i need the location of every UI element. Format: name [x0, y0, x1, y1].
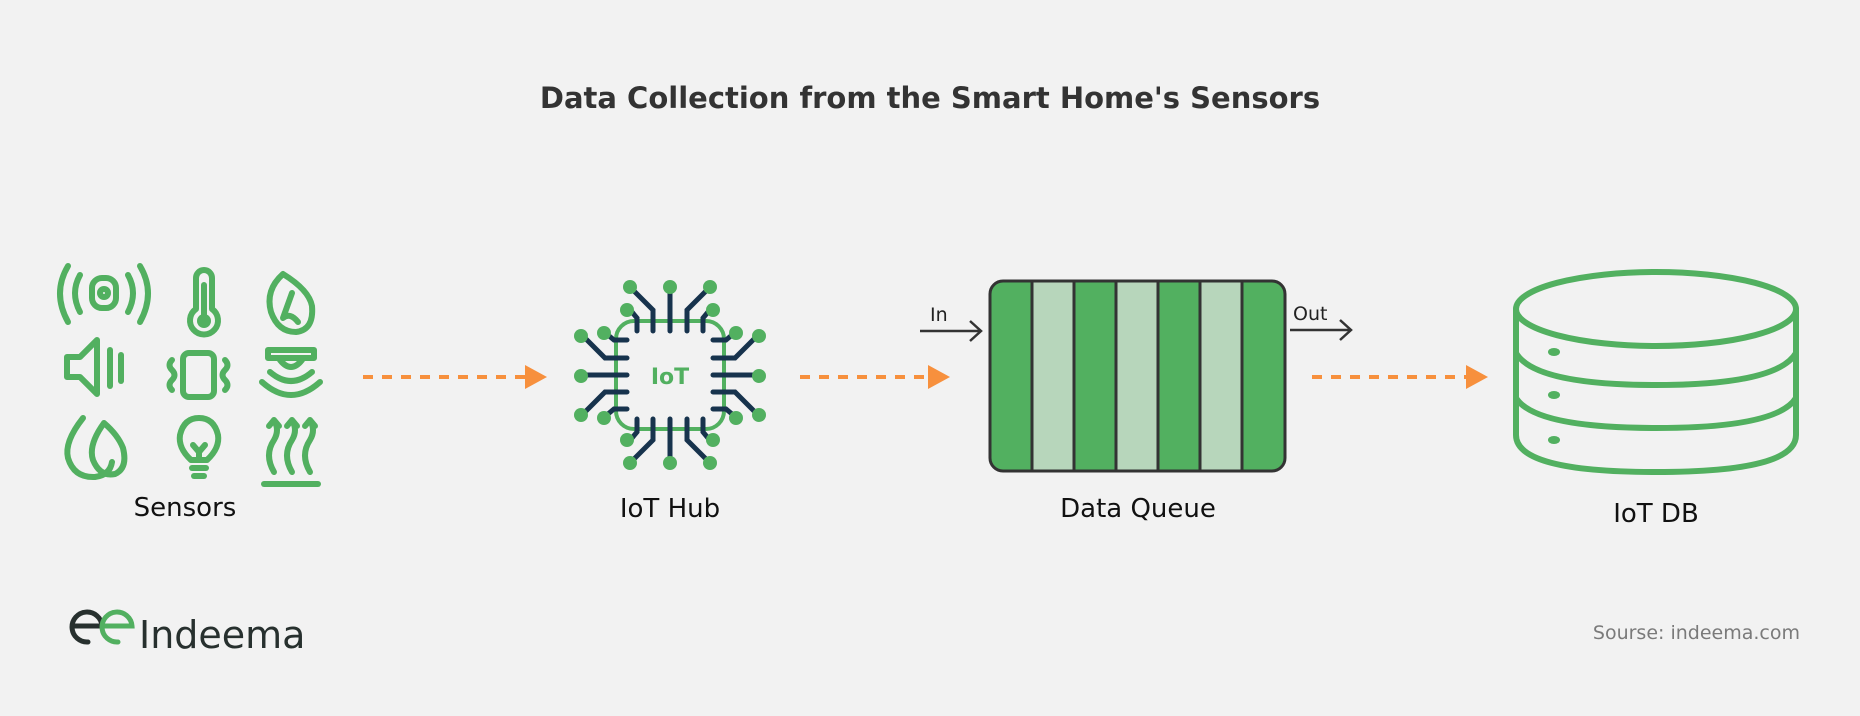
heat-icon: [261, 417, 321, 487]
light-bulb-icon: [176, 415, 222, 479]
source-credit: Sourse: indeema.com: [1593, 622, 1800, 644]
data-queue-label: Data Queue: [1060, 494, 1216, 524]
sensors-group: [57, 263, 323, 487]
iot-chip-text: IoT: [651, 365, 689, 390]
smoke-detector-icon: [259, 347, 323, 398]
iot-hub-chip-icon: IoT: [574, 280, 766, 470]
queue-out-label: Out: [1293, 303, 1327, 325]
thermometer-icon: [187, 267, 221, 338]
data-queue-icon: [988, 279, 1287, 473]
iot-hub-label: IoT Hub: [620, 494, 720, 524]
indeema-logo: Indeema: [69, 609, 305, 657]
diagram-title: Data Collection from the Smart Home's Se…: [540, 81, 1320, 115]
queue-out-arrow: Out: [1290, 303, 1353, 341]
arrow-sensors-to-hub: [363, 365, 547, 389]
speaker-icon: [64, 337, 124, 397]
flame-icon: [266, 271, 316, 335]
queue-in-label: In: [930, 304, 948, 326]
logo-text: Indeema: [139, 613, 305, 657]
humidity-icon: [64, 415, 128, 481]
vibration-icon: [166, 350, 231, 400]
arrow-hub-to-queue: [800, 365, 950, 389]
queue-in-arrow: In: [920, 304, 983, 342]
arrow-queue-to-db: [1312, 365, 1488, 389]
sensors-label: Sensors: [134, 493, 237, 523]
iot-db-label: IoT DB: [1613, 499, 1699, 529]
database-icon: [1513, 269, 1799, 475]
motion-sensor-icon: [57, 263, 151, 325]
